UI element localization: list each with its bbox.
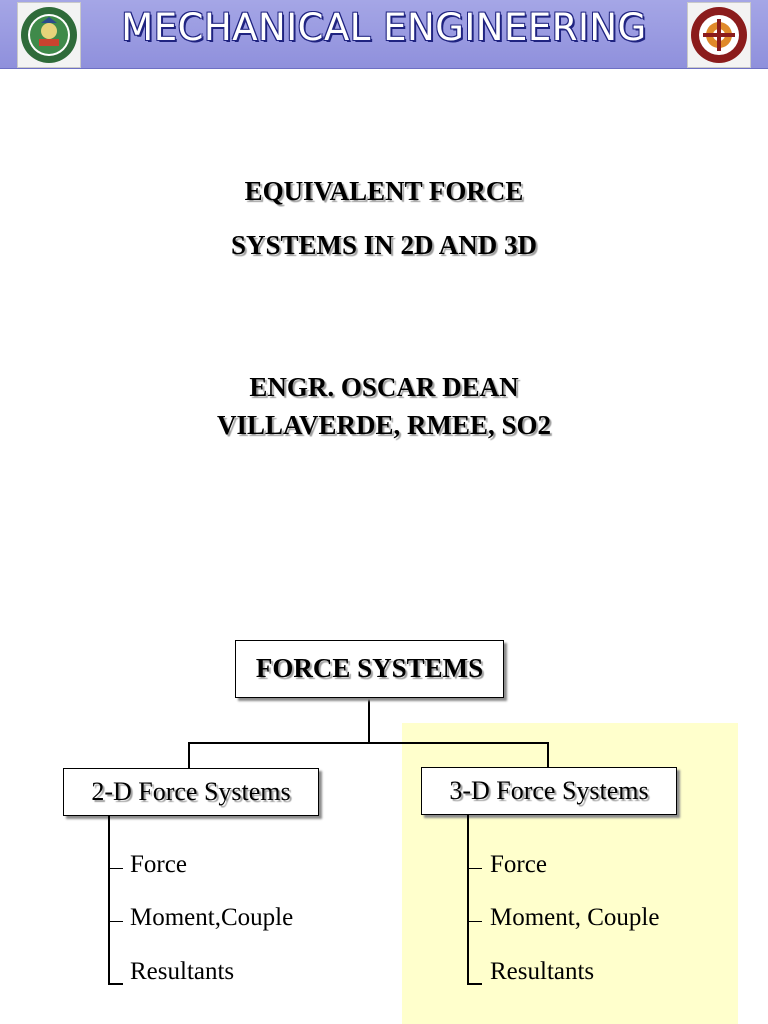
list-item: Force bbox=[130, 851, 187, 878]
author-line-1: ENGR. OSCAR DEAN bbox=[249, 372, 519, 402]
college-of-engineering-seal-icon bbox=[687, 2, 751, 68]
author-line-2: VILLAVERDE, RMEE, SO2 bbox=[216, 410, 552, 440]
left-tick bbox=[108, 983, 123, 985]
header-bar: MECHANICAL ENGINEERING bbox=[0, 0, 768, 69]
right-drop-connector bbox=[547, 742, 549, 767]
list-item: Force bbox=[490, 851, 547, 878]
3d-force-systems-box: 3-D Force Systems bbox=[421, 767, 677, 815]
left-drop-connector bbox=[188, 742, 190, 768]
right-tick bbox=[467, 921, 482, 922]
list-item: Moment, Couple bbox=[490, 904, 660, 931]
left-tree-trunk bbox=[108, 815, 110, 984]
list-item: Resultants bbox=[490, 958, 595, 985]
right-tick bbox=[467, 868, 482, 869]
list-item: Moment,Couple bbox=[130, 904, 294, 931]
force-systems-box: FORCE SYSTEMS bbox=[235, 640, 504, 698]
title-line-1: EQUIVALENT FORCE bbox=[244, 176, 524, 206]
left-tick bbox=[108, 921, 123, 922]
list-item: Resultants bbox=[130, 958, 235, 985]
root-connector bbox=[368, 697, 370, 743]
right-tree-trunk bbox=[467, 814, 469, 984]
right-tick bbox=[467, 983, 482, 985]
university-seal-icon bbox=[17, 2, 81, 68]
branch-connector bbox=[188, 742, 549, 744]
header-title: MECHANICAL ENGINEERING bbox=[121, 6, 647, 49]
title-line-2: SYSTEMS IN 2D AND 3D bbox=[230, 230, 538, 260]
2d-force-systems-box: 2-D Force Systems bbox=[63, 768, 319, 816]
left-tick bbox=[108, 868, 123, 869]
